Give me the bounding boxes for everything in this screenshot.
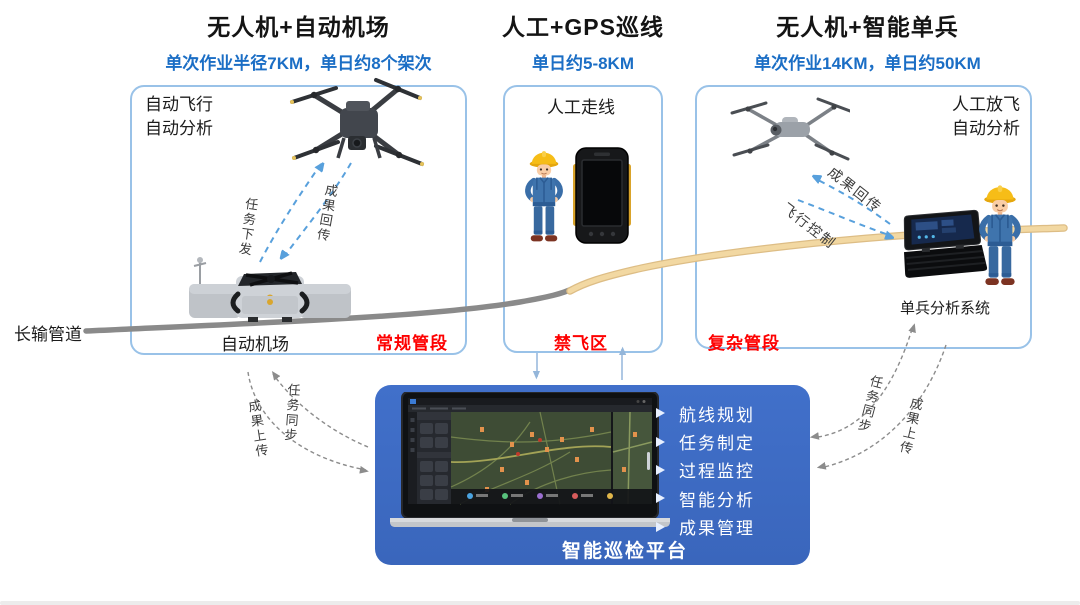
segment-label-complex: 复杂管段 (708, 334, 780, 353)
feature-label: 过程监控 (679, 462, 755, 482)
feature-item: 成果管理 (656, 513, 806, 541)
rugged-gps-phone-icon (573, 147, 631, 244)
platform-feature-list: 航线规划 任务制定 过程监控 智能分析 成果管理 (656, 399, 806, 541)
segment-label-nofly: 禁飞区 (554, 334, 608, 353)
panel-note-left-line1: 自动飞行 (145, 95, 213, 114)
bottom-divider (0, 601, 1080, 605)
section-subtitle-drone-soldier: 单次作业14KM，单日约50KM (754, 54, 981, 73)
flight-control-arrow-right (797, 199, 892, 236)
feature-item: 任务制定 (656, 427, 806, 455)
section-title-drone-soldier: 无人机+智能单兵 (776, 14, 959, 40)
feature-item: 智能分析 (656, 484, 806, 512)
section-title-manual-gps: 人工+GPS巡线 (501, 14, 664, 40)
result-return-arrow-left (259, 164, 321, 263)
panel-note-middle: 人工走线 (547, 98, 615, 117)
result-upload-arrow-left (247, 371, 366, 470)
feature-label: 航线规划 (679, 405, 755, 425)
feature-label: 任务制定 (679, 434, 755, 454)
feature-item: 航线规划 (656, 399, 806, 427)
task-sync-label-left: 任务同步 (281, 382, 302, 444)
result-return-arrow-right (814, 178, 891, 225)
drone-dock-icon (189, 257, 351, 322)
feature-bullet-icon (656, 493, 665, 504)
pipeline-gray-segment (83, 285, 577, 334)
feature-bullet-icon (656, 436, 665, 447)
case-label: 单兵分析系统 (899, 300, 990, 317)
section-subtitle-manual-gps: 单日约5-8KM (531, 54, 634, 73)
platform-title: 智能巡检平台 (561, 541, 688, 562)
panel-note-left: 自动飞行 自动分析 (145, 93, 213, 141)
section-subtitle-drone-dock: 单次作业半径7KM，单日约8个架次 (165, 54, 432, 73)
task-sync-arrow-right (818, 326, 913, 437)
panel-note-left-line2: 自动分析 (145, 119, 213, 138)
result-upload-arrow-right (820, 344, 947, 468)
portable-analysis-case-icon (903, 209, 988, 278)
panel-note-right-line1: 人工放飞 (952, 95, 1020, 114)
folding-drone-icon (730, 97, 850, 161)
panel-note-right-line2: 自动分析 (952, 119, 1020, 138)
feature-item: 过程监控 (656, 456, 806, 484)
feature-bullet-icon (656, 464, 665, 475)
platform-laptop-screenshot (390, 392, 670, 527)
worker-icon-middle (521, 148, 567, 246)
worker-icon-right (975, 182, 1025, 290)
panel-note-right: 人工放飞 自动分析 (946, 93, 1026, 141)
section-title-drone-dock: 无人机+自动机场 (207, 14, 390, 40)
task-sync-arrow-left (273, 374, 369, 448)
pipeline-label: 长输管道 (14, 325, 82, 344)
feature-bullet-icon (656, 521, 665, 532)
feature-label: 成果管理 (679, 519, 755, 539)
dock-label: 自动机场 (221, 335, 289, 354)
segment-label-regular: 常规管段 (376, 334, 448, 353)
platform-card: 智能巡检平台 航线规划 任务制定 过程监控 智能分析 成果管理 (375, 385, 810, 565)
feature-label: 智能分析 (679, 490, 755, 510)
feature-bullet-icon (656, 408, 665, 419)
task-dispatch-arrow-left (283, 162, 352, 258)
quadcopter-drone-icon (290, 78, 424, 166)
